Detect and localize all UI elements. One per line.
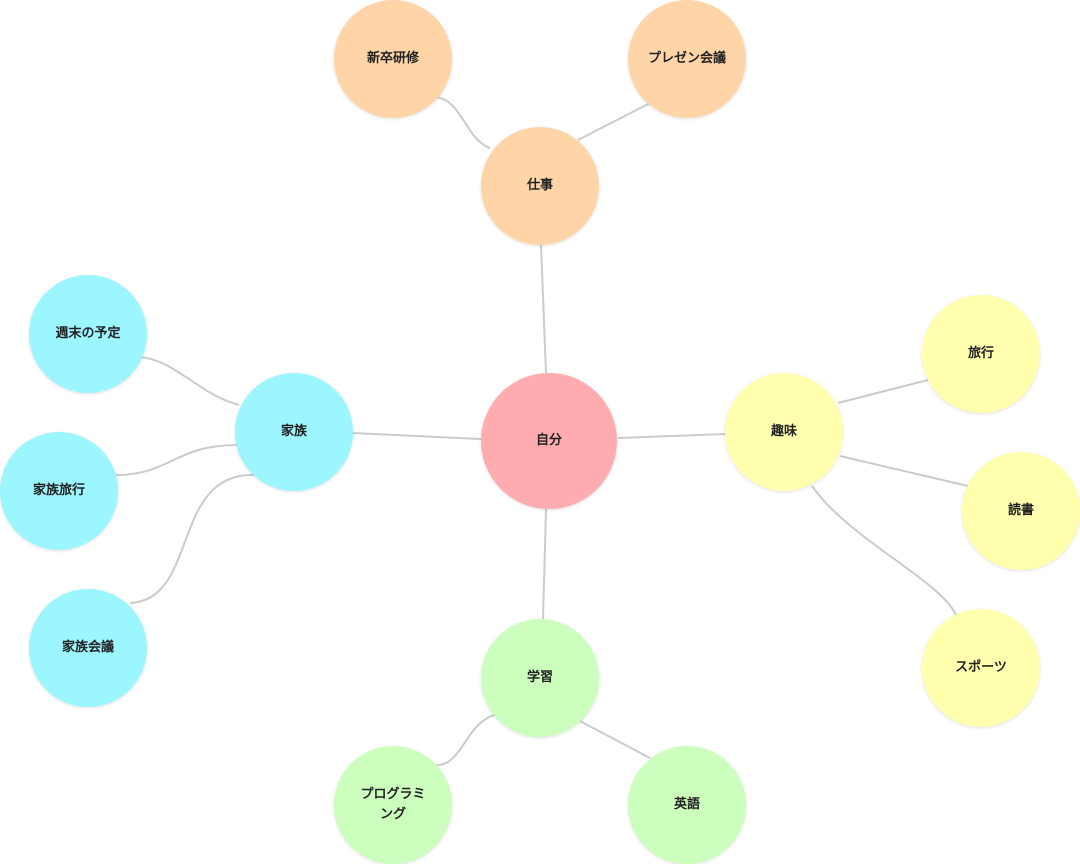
node-label: 学習 [526, 670, 553, 685]
node-branch-family[interactable]: 家族 [235, 373, 353, 491]
connector-family-family-trip [115, 444, 238, 476]
node-leaf-sports[interactable]: スポーツ [922, 609, 1040, 727]
connector-self-study [542, 508, 547, 620]
connector-family-family-meeting [129, 473, 258, 604]
node-label: 英語 [673, 797, 700, 812]
node-leaf-weekend-plans[interactable]: 週末の予定 [29, 275, 147, 393]
node-root-self[interactable]: 自分 [481, 373, 617, 509]
connector-work-presentation-meeting [577, 102, 651, 141]
node-leaf-english[interactable]: 英語 [628, 746, 746, 864]
connector-study-programming [436, 714, 495, 766]
node-label: 趣味 [770, 424, 797, 439]
connector-self-family [351, 432, 482, 440]
node-leaf-programming[interactable]: プログラミング [334, 746, 452, 864]
connector-self-work [540, 244, 547, 374]
node-branch-work[interactable]: 仕事 [481, 127, 599, 245]
node-branch-hobby[interactable]: 趣味 [725, 373, 843, 491]
connector-family-weekend-plans [139, 356, 240, 406]
connector-self-hobby [617, 433, 727, 439]
connector-hobby-sports [811, 485, 957, 616]
node-leaf-travel[interactable]: 旅行 [922, 295, 1040, 413]
node-label: プログラミング [360, 787, 426, 822]
node-label: 週末の予定 [55, 326, 121, 341]
connector-hobby-reading [839, 455, 969, 487]
node-label: 自分 [535, 433, 562, 448]
node-label: スポーツ [955, 660, 1007, 675]
node-leaf-new-hire-training[interactable]: 新卒研修 [334, 0, 452, 118]
node-label: 読書 [1007, 503, 1034, 518]
node-label: プレゼン会議 [648, 51, 727, 66]
node-label: 旅行 [967, 346, 994, 361]
node-leaf-family-trip[interactable]: 家族旅行 [0, 432, 118, 550]
connector-hobby-travel [837, 379, 929, 404]
node-leaf-reading[interactable]: 読書 [962, 452, 1080, 570]
node-label: 新卒研修 [366, 51, 419, 66]
node-leaf-family-meeting[interactable]: 家族会議 [29, 589, 147, 707]
node-label: 仕事 [526, 178, 553, 193]
node-label: 家族 [280, 424, 307, 439]
node-label: 家族会議 [61, 640, 114, 655]
node-branch-study[interactable]: 学習 [481, 619, 599, 737]
node-leaf-presentation-meeting[interactable]: プレゼン会議 [628, 0, 746, 118]
connector-study-english [577, 719, 651, 759]
node-label: 家族旅行 [32, 483, 85, 498]
connector-work-new-hire-training [435, 96, 491, 149]
